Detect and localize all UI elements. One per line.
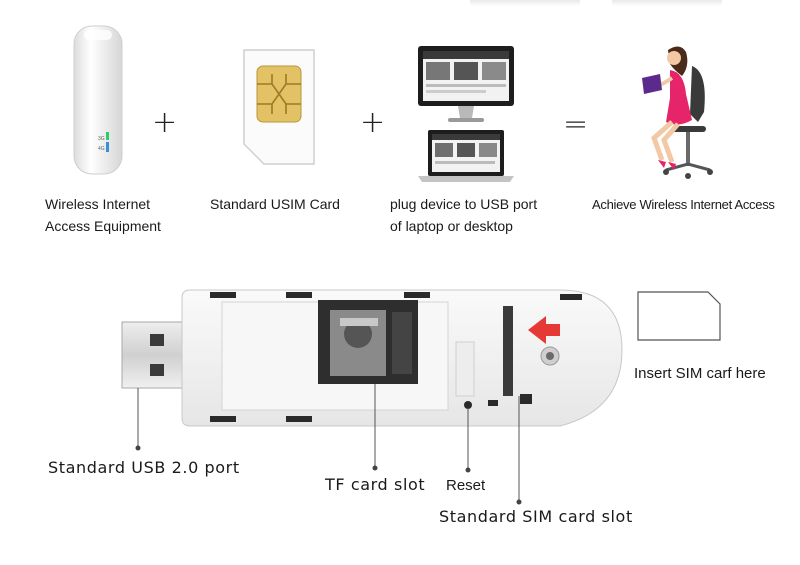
label-tf-card-slot: TF card slot [325, 475, 426, 494]
label-usb-port: Standard USB 2.0 port [48, 458, 240, 477]
plus-sign-1: + [152, 105, 178, 140]
caption-line: Standard USIM Card [210, 196, 340, 212]
woman-with-laptop-icon [628, 42, 724, 184]
sim-card-outline-icon [638, 292, 720, 340]
svg-text:3G: 3G [98, 136, 105, 142]
equals-sign: = [563, 107, 589, 142]
computer-icon [414, 44, 518, 184]
caption-plug-device: plug device to USB port of laptop or des… [390, 193, 537, 237]
label-sim-card-slot: Standard SIM card slot [439, 507, 633, 526]
usb-modem-icon: 3G 4G [72, 24, 124, 176]
top-edge-shadow-2 [612, 0, 722, 6]
caption-usim-card: Standard USIM Card [210, 193, 340, 215]
top-edge-shadow [470, 0, 580, 6]
caption-line: Access Equipment [45, 218, 161, 234]
svg-text:4G: 4G [98, 146, 105, 152]
insert-arrow-icon [540, 316, 564, 340]
label-reset: Reset [446, 477, 486, 494]
caption-wireless-equipment: Wireless Internet Access Equipment [45, 193, 161, 237]
sim-card-icon [242, 48, 316, 166]
caption-line: plug device to USB port [390, 196, 538, 212]
label-insert-sim: Insert SIM carf here [634, 365, 766, 382]
device-diagram [0, 260, 800, 565]
plus-sign-2: + [360, 105, 386, 140]
caption-internet-access: Achieve Wireless Internet Access [592, 197, 775, 212]
caption-line: of laptop or desktop [390, 218, 513, 234]
caption-line: Wireless Internet [45, 196, 151, 212]
